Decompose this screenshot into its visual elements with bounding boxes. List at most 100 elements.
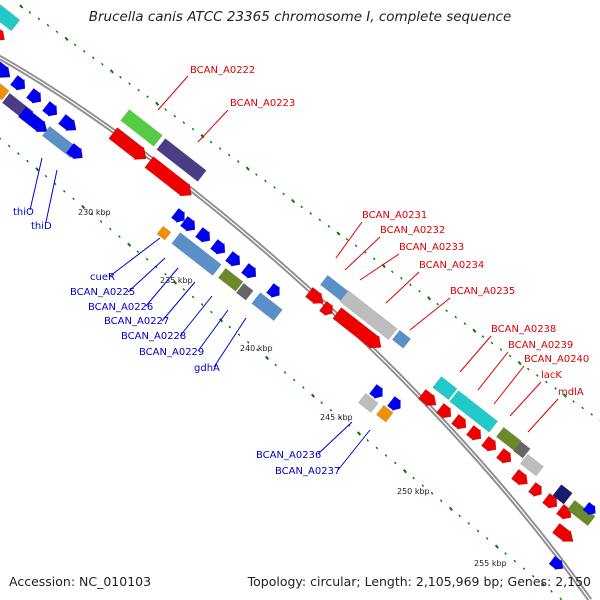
tick-inner-16	[136, 250, 140, 254]
tick-outer-54	[508, 354, 512, 358]
label-leaders	[29, 75, 559, 471]
leader-thio	[29, 157, 43, 211]
tick-outer-52	[490, 341, 494, 345]
tick-inner-45	[402, 469, 407, 474]
gene-mdla-navy	[552, 484, 573, 505]
leader-bcan-a0231	[335, 221, 363, 259]
tick-outer-55	[517, 361, 522, 366]
gene-label-lack[interactable]: lacK	[541, 370, 562, 381]
tick-inner-55	[494, 544, 499, 549]
tick-outer-23	[227, 153, 231, 157]
gene-label-gdha[interactable]: gdhA	[194, 363, 220, 374]
scale-label-230: 230 kbp	[78, 208, 111, 217]
gene-label-bcan-a0232[interactable]: BCAN_A0232	[380, 225, 445, 236]
gene-label-cuer[interactable]: cueR	[90, 272, 115, 283]
gene-label-bcan-a0234[interactable]: BCAN_A0234	[419, 260, 484, 271]
tick-inner-28	[246, 340, 250, 344]
gene-label-bcan-a0238[interactable]: BCAN_A0238	[491, 324, 556, 335]
leader-thid	[45, 169, 58, 223]
tick-outer-36	[345, 237, 349, 241]
gene-bcan-a0236	[357, 392, 379, 413]
tick-outer-47	[445, 309, 448, 313]
gene-bcan-a0226	[171, 232, 222, 276]
gene-red-f	[435, 402, 452, 419]
map-title: Brucella canis ATCC 23365 chromosome I, …	[88, 9, 512, 25]
gene-label-bcan-a0226[interactable]: BCAN_A0226	[88, 302, 153, 313]
leader-bcan-a0233	[359, 253, 400, 281]
tick-outer-39	[372, 257, 376, 261]
tick-inner-53	[476, 529, 480, 533]
gene-label-bcan-a0223[interactable]: BCAN_A0223	[230, 98, 295, 109]
gene-label-bcan-a0235[interactable]: BCAN_A0235	[450, 286, 515, 297]
leader-mdla	[527, 398, 559, 433]
gene-label-bcan-a0233[interactable]: BCAN_A0233	[399, 242, 464, 253]
tick-outer-53	[499, 348, 503, 351]
gene-edge-blue-2	[548, 555, 564, 570]
scale-label-245: 245 kbp	[320, 413, 353, 422]
gene-label-mdla[interactable]: mdlA	[558, 387, 584, 398]
gene-label-bcan-a0229[interactable]: BCAN_A0229	[139, 347, 204, 358]
tick-outer-32	[309, 212, 313, 215]
gene-b5	[240, 262, 257, 279]
tick-inner-9	[72, 197, 75, 201]
tick-inner-29	[256, 348, 259, 352]
tick-inner-46	[412, 476, 415, 480]
gene-label-bcan-a0227[interactable]: BCAN_A0227	[104, 316, 169, 327]
gene-label-thio[interactable]: thiO	[13, 207, 34, 218]
genome-summary-text: Topology: circular; Length: 2,105,969 bp…	[247, 574, 591, 589]
scale-label-255: 255 kbp	[474, 559, 507, 568]
leader-bcan-a0238	[459, 335, 492, 373]
gene-label-bcan-a0222[interactable]: BCAN_A0222	[190, 65, 255, 76]
tick-outer-4	[55, 30, 59, 34]
tick-outer-20	[200, 134, 205, 139]
gene-label-bcan-a0239[interactable]: BCAN_A0239	[508, 340, 573, 351]
tick-outer-56	[526, 367, 530, 371]
tick-inner-1	[0, 137, 2, 140]
tick-outer-11	[119, 75, 122, 79]
tick-inner-52	[467, 522, 471, 525]
gene-small-2	[386, 395, 401, 412]
tick-outer-50	[472, 328, 477, 333]
gene-bcan-a0233	[332, 307, 382, 349]
tick-inner-41	[366, 439, 369, 442]
tick-inner-19	[164, 272, 167, 276]
tick-outer-26	[255, 173, 258, 176]
gene-b1	[179, 215, 196, 232]
gene-label-bcan-a0225[interactable]: BCAN_A0225	[70, 287, 135, 298]
gene-label-bcan-a0240[interactable]: BCAN_A0240	[524, 354, 589, 365]
tick-outer-42	[400, 276, 403, 280]
gene-left-4	[41, 100, 58, 117]
gene-left-1	[0, 61, 11, 78]
tick-inner-54	[485, 537, 489, 540]
tick-outer-63	[590, 413, 593, 416]
tick-inner-50	[448, 506, 453, 512]
tick-inner-33	[292, 378, 296, 382]
accession-text: Accession: NC_010103	[9, 574, 152, 589]
gene-label-bcan-a0236[interactable]: BCAN_A0236	[256, 450, 321, 461]
tick-outer-30	[291, 198, 296, 204]
gene-label-bcan-a0237[interactable]: BCAN_A0237	[275, 466, 340, 477]
tick-inner-23	[200, 303, 204, 306]
tick-outer-61	[572, 400, 575, 403]
gene-lack-dark	[512, 440, 531, 459]
tick-outer-5	[64, 36, 69, 42]
tick-outer-24	[236, 160, 240, 163]
tick-inner-8	[63, 189, 66, 193]
gene-red-k	[510, 468, 528, 486]
gene-label-bcan-a0231[interactable]: BCAN_A0231	[362, 210, 427, 221]
gene-b4	[224, 250, 241, 267]
tick-inner-37	[329, 408, 333, 412]
tick-inner-43	[384, 454, 388, 457]
tick-inner-58	[522, 567, 526, 571]
leader-bcan-a0228	[179, 295, 213, 337]
tick-outer-43	[409, 283, 412, 287]
tick-inner-10	[81, 204, 86, 210]
gene-bcan-a0232	[339, 290, 398, 341]
gene-label-thid[interactable]: thiD	[31, 221, 52, 232]
tick-marks	[0, 4, 600, 600]
gene-red-g	[450, 413, 467, 430]
tick-outer-14	[146, 95, 149, 99]
tick-inner-14	[118, 235, 121, 238]
tick-inner-32	[283, 371, 287, 374]
gene-label-bcan-a0228[interactable]: BCAN_A0228	[121, 331, 186, 342]
